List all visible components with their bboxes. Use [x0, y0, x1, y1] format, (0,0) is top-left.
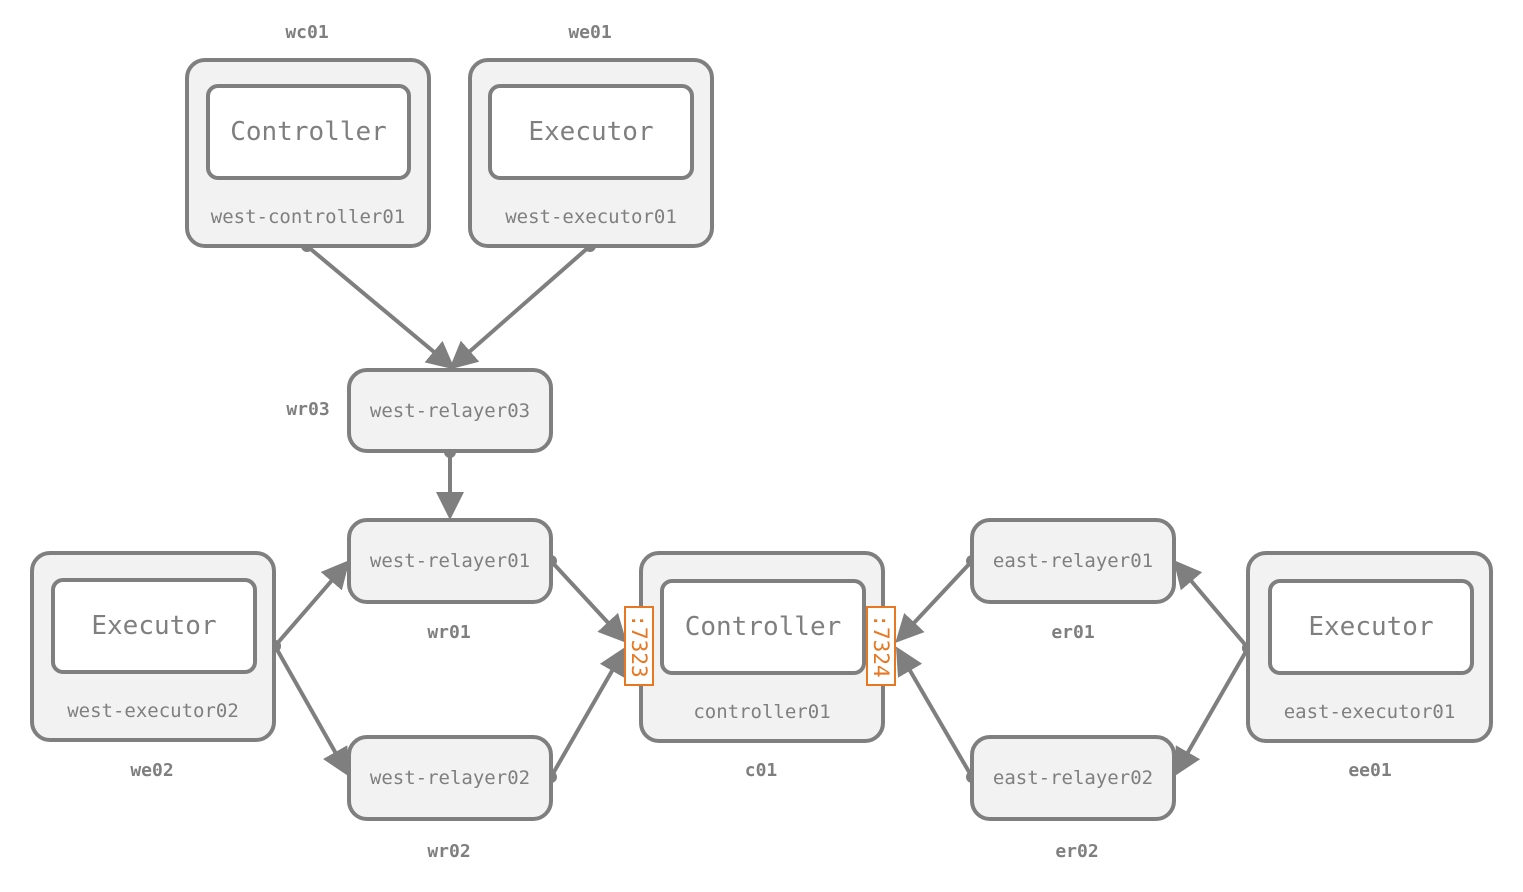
- role-box-executor: Executor: [488, 84, 694, 180]
- relayer-label: east-relayer01: [992, 550, 1154, 572]
- node-west-relayer02[interactable]: west-relayer02: [347, 735, 553, 821]
- edge-wr01-to-c01: [549, 559, 627, 643]
- node-east-executor01[interactable]: Executor east-executor01: [1246, 551, 1493, 743]
- edge-ee01-to-er01: [1173, 559, 1250, 650]
- edge-wc01-to-wr03: [305, 244, 456, 370]
- edge-we01-to-wr03: [448, 244, 592, 370]
- hostname-label: controller01: [693, 701, 831, 723]
- node-id-we02: we02: [130, 760, 174, 781]
- node-west-controller01[interactable]: Controller west-controller01: [185, 58, 431, 248]
- node-east-relayer02[interactable]: east-relayer02: [970, 735, 1176, 821]
- relayer-label: west-relayer01: [369, 550, 531, 572]
- node-id-c01: c01: [744, 760, 778, 781]
- node-id-wr02: wr02: [427, 841, 471, 862]
- node-controller01[interactable]: Controller controller01: [639, 551, 885, 743]
- edge-ee01-to-er02: [1174, 647, 1250, 777]
- node-west-relayer03[interactable]: west-relayer03: [347, 368, 553, 453]
- node-west-executor02[interactable]: Executor west-executor02: [30, 551, 276, 742]
- node-east-relayer01[interactable]: east-relayer01: [970, 518, 1176, 604]
- node-id-er01: er01: [1051, 622, 1095, 643]
- node-id-er02: er02: [1055, 841, 1099, 862]
- node-id-wr03: wr03: [286, 399, 330, 420]
- hostname-label: east-executor01: [1283, 701, 1456, 723]
- port-7323: :7323: [624, 606, 654, 686]
- port-label: :7323: [627, 614, 651, 678]
- hostname-label: west-executor02: [67, 700, 239, 722]
- hostname-label: west-controller01: [210, 206, 406, 228]
- relayer-label: west-relayer03: [369, 399, 531, 422]
- node-west-executor01[interactable]: Executor west-executor01: [468, 58, 714, 248]
- edge-er02-to-c01: [895, 646, 974, 779]
- role-box-controller: Controller: [660, 579, 866, 675]
- role-box-executor: Executor: [51, 578, 257, 674]
- edge-we02-to-wr01: [273, 559, 350, 648]
- port-7324: :7324: [866, 606, 896, 686]
- edge-wr02-to-c01: [549, 646, 626, 778]
- hostname-label: west-executor01: [505, 206, 677, 228]
- role-box-controller: Controller: [206, 84, 411, 180]
- node-id-ee01: ee01: [1348, 760, 1392, 781]
- edge-er01-to-c01: [895, 559, 974, 643]
- node-id-we01: we01: [568, 22, 612, 43]
- port-label: :7324: [869, 614, 893, 678]
- relayer-label: west-relayer02: [369, 767, 531, 789]
- role-box-executor: Executor: [1268, 579, 1474, 675]
- node-west-relayer01[interactable]: west-relayer01: [347, 518, 553, 604]
- node-id-wc01: wc01: [285, 22, 329, 43]
- relayer-label: east-relayer02: [992, 767, 1154, 789]
- edge-we02-to-wr02: [273, 645, 349, 777]
- node-id-wr01: wr01: [427, 622, 471, 643]
